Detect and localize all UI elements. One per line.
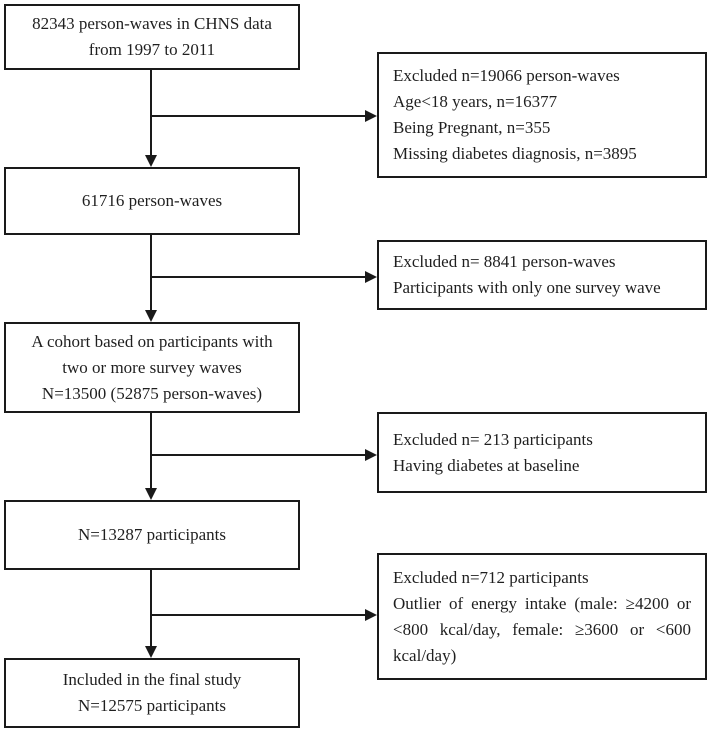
arrowhead-down-1-icon: [145, 155, 157, 167]
text-line: Missing diabetes diagnosis, n=3895: [393, 144, 637, 163]
text-line: Being Pregnant, n=355: [393, 118, 551, 137]
text-line: N=13500 (52875 person-waves): [41, 383, 263, 403]
arrowhead-right-3-icon: [365, 449, 377, 461]
text-line: Having diabetes at baseline: [393, 455, 580, 475]
text-line: two or more survey waves: [62, 357, 242, 377]
text-line: Included in the final study: [62, 670, 242, 689]
connector-down-4: [150, 570, 152, 646]
flow-box-chns-data: 82343 person-waves in CHNS data from 199…: [4, 4, 300, 70]
text-line: Age<18 years, n=16377: [393, 92, 558, 111]
text-line: 61716 person-waves: [81, 191, 223, 210]
flow-box-participants: N=13287 participants: [4, 500, 300, 570]
text-line: Excluded n= 213 participants: [393, 429, 593, 449]
text-paragraph: Outlier of energy intake (male: ≥4200 or…: [393, 593, 691, 665]
connector-down-3: [150, 413, 152, 488]
arrowhead-right-4-icon: [365, 609, 377, 621]
connector-down-2: [150, 235, 152, 310]
arrowhead-right-2-icon: [365, 271, 377, 283]
text-line: 82343 person-waves in CHNS data: [32, 14, 272, 33]
connector-branch-1: [151, 115, 365, 117]
flow-box-person-waves: 61716 person-waves: [4, 167, 300, 235]
flow-box-cohort: A cohort based on participants with two …: [4, 322, 300, 413]
text-line: Excluded n= 8841 person-waves: [393, 252, 616, 271]
exclusion-box-age-pregnant-missing: Excluded n=19066 person-waves Age<18 yea…: [377, 52, 707, 178]
connector-branch-4: [151, 614, 365, 616]
arrowhead-right-1-icon: [365, 110, 377, 122]
arrowhead-down-3-icon: [145, 488, 157, 500]
text-line: Excluded n=712 participants: [393, 567, 589, 587]
text-line: from 1997 to 2011: [88, 40, 216, 59]
exclusion-box-energy-outlier: Excluded n=712 participants Outlier of e…: [377, 553, 707, 680]
text-line: Participants with only one survey wave: [393, 278, 661, 297]
flow-box-final-study: Included in the final study N=12575 part…: [4, 658, 300, 728]
arrowhead-down-4-icon: [145, 646, 157, 658]
connector-down-1: [150, 70, 152, 155]
arrowhead-down-2-icon: [145, 310, 157, 322]
text-line: N=13287 participants: [78, 525, 226, 544]
connector-branch-2: [151, 276, 365, 278]
exclusion-box-diabetes-baseline: Excluded n= 213 participants Having diab…: [377, 412, 707, 493]
text-line: A cohort based on participants with: [31, 331, 273, 351]
connector-branch-3: [151, 454, 365, 456]
exclusion-box-one-survey-wave: Excluded n= 8841 person-waves Participan…: [377, 240, 707, 310]
text-line: Excluded n=19066 person-waves: [393, 66, 620, 85]
text-line: N=12575 participants: [78, 696, 226, 715]
